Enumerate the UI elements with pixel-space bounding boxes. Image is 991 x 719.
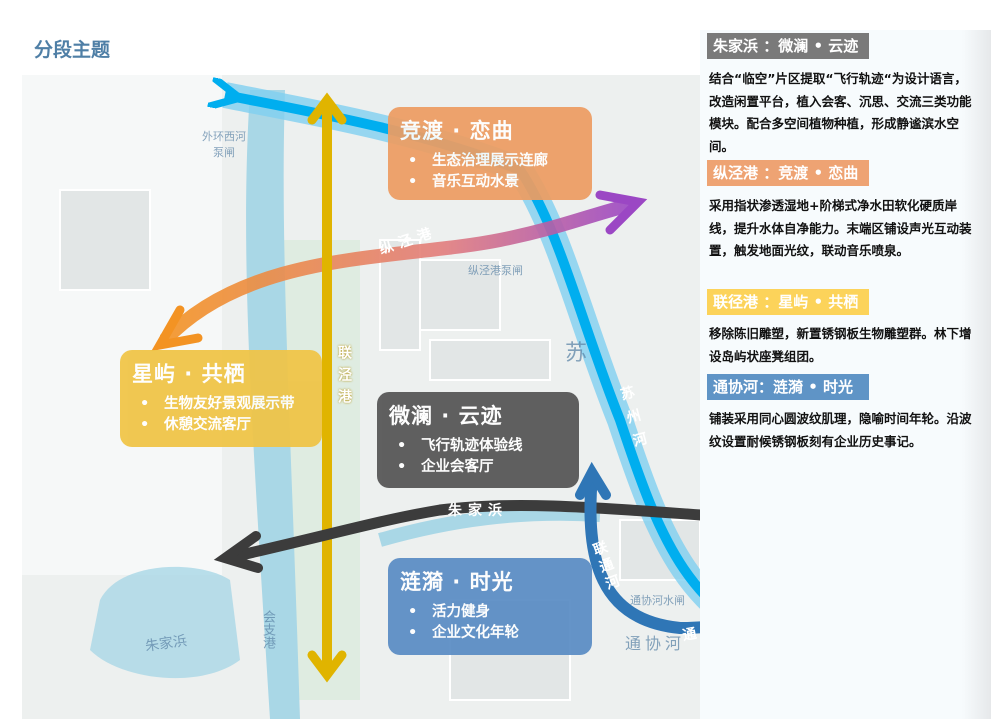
section-heading-tongxiehe: 通协河：涟漪 • 时光	[707, 374, 869, 400]
page-title: 分段主题	[34, 39, 111, 61]
map-label-huizhigang: 会支港	[260, 610, 275, 649]
card-item: 生物友好景观展示带	[132, 394, 310, 415]
card-item: 休憩交流客厅	[132, 415, 310, 436]
card-lianyi: 涟漪 · 时光 活力健身 企业文化年轮	[388, 558, 592, 655]
card-xingyu: 星屿 · 共栖 生物友好景观展示带 休憩交流客厅	[120, 350, 322, 447]
card-item: 生态治理展示连廊	[400, 151, 580, 172]
card-jingdu: 竞渡 · 恋曲 生态治理展示连廊 音乐互动水景	[388, 107, 592, 200]
map-label-tongxie-sluice: 通协河水闸	[630, 594, 685, 607]
card-item: 音乐互动水景	[400, 172, 580, 193]
card-item: 活力健身	[400, 602, 580, 623]
map-label-zongjing-pump: 纵泾港泵闸	[468, 264, 523, 277]
arrow-label-lianjinggang: 联泾港	[336, 345, 352, 411]
card-item: 企业文化年轮	[400, 623, 580, 644]
section-text-zongjinggang: 采用指状渗透湿地+阶梯式净水田软化硬质岸线，提升水体自净能力。末端区铺设声光互动…	[709, 198, 972, 258]
card-title: 涟漪 · 时光	[400, 570, 514, 594]
description-panel: 朱家浜 ：微澜 • 云迹 结合“临空”片区提取“飞行轨迹“为设计语言，改造闲置平…	[700, 30, 991, 719]
card-item: 飞行轨迹体验线	[389, 436, 567, 457]
card-title: 微澜 · 云迹	[389, 404, 503, 428]
section-heading-zongjinggang: 纵泾港 ：竞渡 • 恋曲	[707, 160, 869, 186]
map-label-tongxiehe: 通协河	[625, 634, 686, 653]
section-text-tongxiehe: 铺装采用同心圆波纹肌理，隐喻时间年轮。沿波纹设置耐候锈钢板刻有企业历史事记。	[709, 411, 972, 449]
card-item: 企业会客厅	[389, 457, 567, 478]
card-title: 竞渡 · 恋曲	[400, 119, 514, 143]
card-weilan: 微澜 · 云迹 飞行轨迹体验线 企业会客厅	[377, 392, 579, 488]
section-text-lianjinggang: 移除陈旧雕塑，新置锈钢板生物雕塑群。林下增设岛屿状座凳组团。	[709, 326, 972, 364]
section-heading-zhujiabang: 朱家浜 ：微澜 • 云迹	[707, 33, 869, 59]
map-label-su: 苏	[565, 341, 588, 366]
card-title: 星屿 · 共栖	[132, 362, 246, 386]
arrow-label-zhujiabang: 朱家浜	[448, 503, 508, 519]
section-heading-lianjinggang: 联径港 ：星屿 • 共栖	[707, 289, 869, 315]
map-label-waihuan-pump: 外环西河泵闸	[202, 130, 246, 159]
section-text-zhujiabang: 结合“临空”片区提取“飞行轨迹“为设计语言，改造闲置平台，植入会客、沉思、交流三…	[709, 71, 972, 154]
